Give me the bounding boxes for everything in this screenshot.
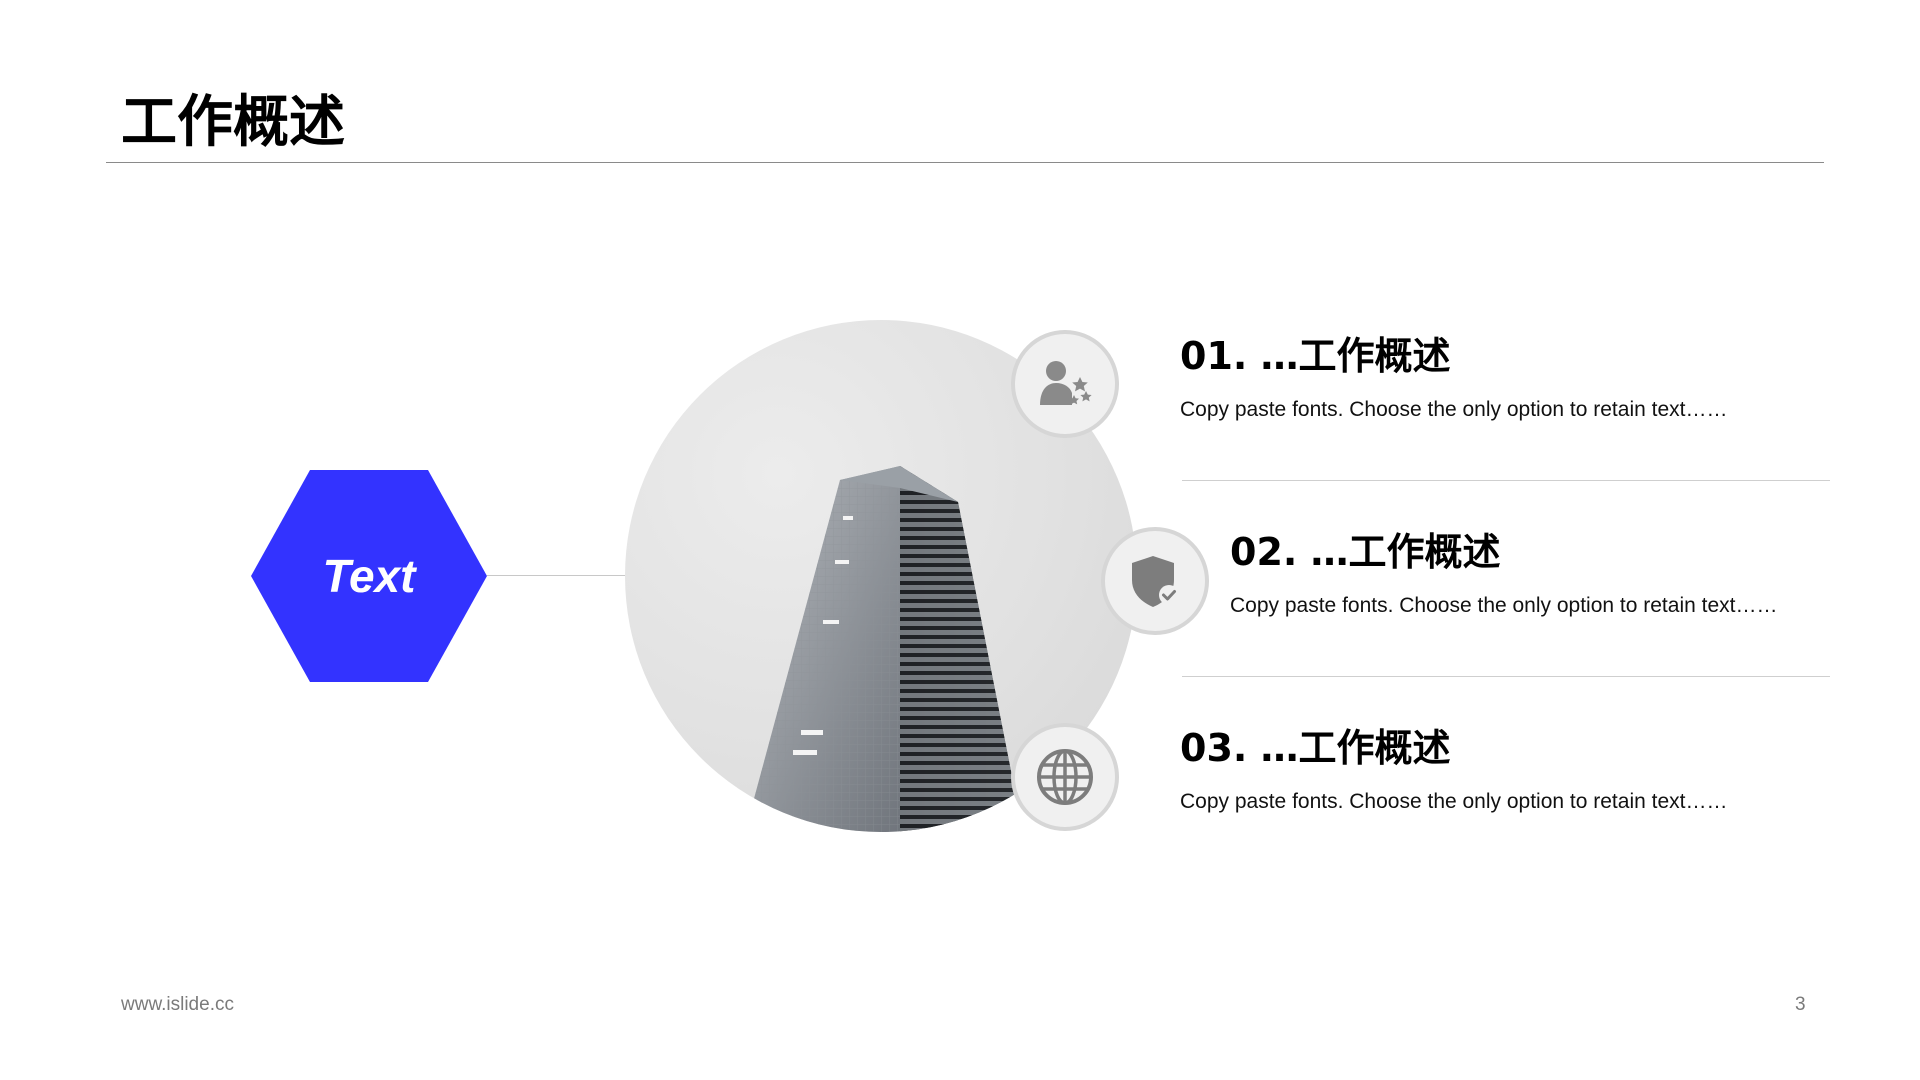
item-2-desc: Copy paste fonts. Choose the only option… <box>1230 594 1778 617</box>
shield-check-icon <box>1132 556 1179 607</box>
hexagon-badge: Text <box>251 470 487 682</box>
hexagon-label: Text <box>322 550 416 602</box>
globe-icon <box>1037 749 1093 805</box>
item-3-desc: Copy paste fonts. Choose the only option… <box>1180 790 1728 813</box>
footer-url: www.islide.cc <box>121 994 234 1015</box>
item-1-title: 01. …工作概述 <box>1180 334 1451 378</box>
slide-title: 工作概述 <box>121 90 345 155</box>
item-1: 01. …工作概述 Copy paste fonts. Choose the o… <box>1180 332 1727 424</box>
item-3-icon-badge <box>1011 723 1119 831</box>
title-divider <box>106 162 1824 163</box>
item-2-icon-badge <box>1101 527 1209 635</box>
item-2-title: 02. …工作概述 <box>1230 530 1501 574</box>
item-3-title: 03. …工作概述 <box>1180 726 1451 770</box>
page-number: 3 <box>1795 994 1806 1015</box>
skyscraper-illustration <box>745 466 1023 832</box>
item-divider-1 <box>1182 480 1830 481</box>
item-divider-2 <box>1182 676 1830 677</box>
item-1-icon-badge <box>1011 330 1119 438</box>
connector-line <box>487 575 625 576</box>
item-2: 02. …工作概述 Copy paste fonts. Choose the o… <box>1230 528 1777 620</box>
item-1-desc: Copy paste fonts. Choose the only option… <box>1180 398 1728 421</box>
item-3: 03. …工作概述 Copy paste fonts. Choose the o… <box>1180 724 1727 816</box>
user-stars-icon <box>1040 361 1092 405</box>
